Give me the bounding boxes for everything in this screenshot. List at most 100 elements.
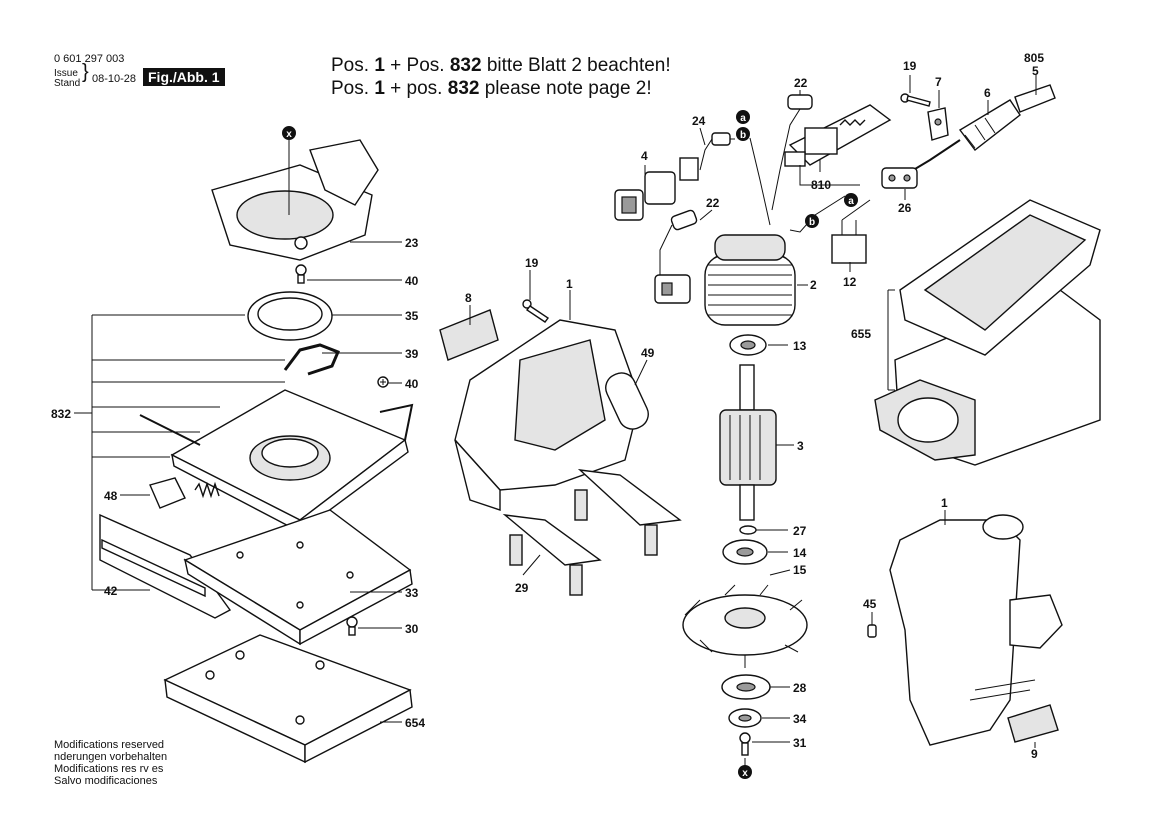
screw-30 bbox=[346, 616, 358, 636]
armature-3 bbox=[719, 364, 777, 521]
wire-a bbox=[789, 195, 871, 233]
svg-text:a: a bbox=[740, 113, 746, 124]
bracket-655 bbox=[887, 289, 895, 391]
capacitor-22-mid bbox=[659, 209, 698, 275]
base-plate-832 bbox=[139, 389, 414, 534]
marker-x-bottom: x bbox=[738, 765, 752, 779]
svg-text:9: 9 bbox=[1031, 747, 1038, 761]
bearing-28 bbox=[721, 674, 771, 700]
marker-b-right: b bbox=[805, 214, 819, 228]
svg-text:33: 33 bbox=[405, 586, 419, 600]
bearing-14 bbox=[722, 539, 768, 565]
svg-text:26: 26 bbox=[898, 201, 912, 215]
switch-4 bbox=[614, 157, 699, 221]
rail-42 bbox=[99, 513, 232, 619]
gasket-49 bbox=[605, 372, 649, 430]
fan-15 bbox=[682, 584, 808, 668]
svg-text:x: x bbox=[286, 129, 292, 140]
assembled-housing-1 bbox=[889, 514, 1063, 746]
svg-text:27: 27 bbox=[793, 524, 807, 538]
svg-text:8: 8 bbox=[465, 291, 472, 305]
svg-text:12: 12 bbox=[843, 275, 857, 289]
screw-19 bbox=[522, 299, 550, 323]
eccentric-34 bbox=[728, 708, 762, 728]
filter-lid bbox=[899, 199, 1101, 356]
terminal-26 bbox=[881, 167, 918, 189]
label-9 bbox=[1007, 704, 1059, 743]
screw-19-top bbox=[900, 93, 931, 107]
svg-text:7: 7 bbox=[935, 75, 942, 89]
suppressor-24 bbox=[699, 132, 735, 171]
svg-text:30: 30 bbox=[405, 622, 419, 636]
svg-text:b: b bbox=[740, 130, 746, 141]
svg-text:a: a bbox=[848, 196, 854, 207]
svg-text:19: 19 bbox=[903, 59, 917, 73]
wire-b bbox=[749, 137, 771, 226]
pin-45 bbox=[867, 624, 877, 638]
svg-text:28: 28 bbox=[793, 681, 807, 695]
clamp-7 bbox=[927, 107, 949, 141]
svg-text:805: 805 bbox=[1024, 51, 1044, 65]
marker-a-right: a bbox=[844, 193, 858, 207]
electronics-810 bbox=[784, 104, 892, 186]
svg-text:14: 14 bbox=[793, 546, 807, 560]
svg-text:40: 40 bbox=[405, 377, 419, 391]
svg-text:49: 49 bbox=[641, 346, 655, 360]
svg-text:810: 810 bbox=[811, 178, 831, 192]
clip-39 bbox=[283, 343, 340, 376]
svg-text:13: 13 bbox=[793, 339, 807, 353]
svg-text:x: x bbox=[742, 768, 748, 779]
svg-text:832: 832 bbox=[51, 407, 71, 421]
brace: } bbox=[82, 61, 89, 83]
buffer-48 bbox=[149, 477, 220, 509]
dust-box-655 bbox=[874, 289, 1101, 466]
notice-german: Pos. 1 + Pos. 832 bitte Blatt 2 beachten… bbox=[331, 55, 671, 76]
label-8 bbox=[439, 309, 499, 361]
bearing-13 bbox=[729, 334, 767, 356]
svg-text:19: 19 bbox=[525, 256, 539, 270]
fig-label: Fig./Abb. 1 bbox=[143, 68, 225, 86]
svg-text:3: 3 bbox=[797, 439, 804, 453]
marker-x-top: x bbox=[282, 126, 296, 140]
svg-text:23: 23 bbox=[405, 236, 419, 250]
svg-text:22: 22 bbox=[794, 76, 808, 90]
svg-text:48: 48 bbox=[104, 489, 118, 503]
svg-text:39: 39 bbox=[405, 347, 419, 361]
ring-35 bbox=[247, 291, 333, 341]
svg-text:655: 655 bbox=[851, 327, 871, 341]
modifications-note: Modifications reserved nderungen vorbeha… bbox=[54, 739, 168, 787]
pad-33 bbox=[183, 509, 413, 646]
svg-text:40: 40 bbox=[405, 274, 419, 288]
part-labels: 23 40 35 39 40 832 48 42 33 30 654 8 19 … bbox=[51, 51, 1044, 761]
connector bbox=[654, 274, 691, 304]
dust-cover-23 bbox=[211, 139, 379, 261]
sanding-pad-654 bbox=[163, 634, 413, 764]
part-number: 0 601 297 003 bbox=[54, 53, 125, 65]
svg-text:42: 42 bbox=[104, 584, 118, 598]
svg-text:24: 24 bbox=[692, 114, 706, 128]
feet-29 bbox=[502, 469, 682, 596]
issue-date: 08-10-28 bbox=[92, 73, 137, 85]
svg-text:22: 22 bbox=[706, 196, 720, 210]
marker-b-top: b bbox=[736, 127, 750, 141]
svg-text:35: 35 bbox=[405, 309, 419, 323]
stator-2 bbox=[704, 234, 796, 326]
svg-text:654: 654 bbox=[405, 716, 425, 730]
svg-text:45: 45 bbox=[863, 597, 877, 611]
notice-english: Pos. 1 + pos. 832 please note page 2! bbox=[331, 78, 652, 99]
issue-label: Issue bbox=[54, 68, 78, 79]
svg-text:6: 6 bbox=[984, 86, 991, 100]
svg-text:5: 5 bbox=[1032, 64, 1039, 78]
svg-text:34: 34 bbox=[793, 712, 807, 726]
housing-1 bbox=[454, 319, 641, 511]
svg-text:1: 1 bbox=[566, 277, 573, 291]
ring-27 bbox=[739, 525, 757, 535]
bracket-832 bbox=[91, 314, 285, 591]
svg-text:4: 4 bbox=[641, 149, 648, 163]
svg-text:2: 2 bbox=[810, 278, 817, 292]
stand-label: Stand bbox=[54, 78, 81, 89]
svg-text:29: 29 bbox=[515, 581, 529, 595]
marker-a-top: a bbox=[736, 110, 750, 124]
